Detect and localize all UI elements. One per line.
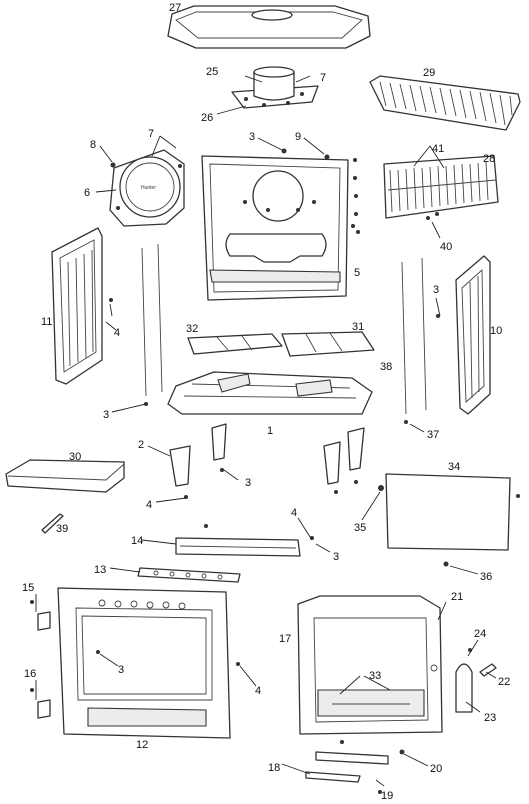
baffle-plates: [187, 331, 375, 357]
label-20: 20: [430, 763, 442, 775]
label-3-left-rod: 3: [103, 409, 109, 421]
label-21: 21: [451, 591, 463, 603]
label-36: 36: [480, 571, 492, 583]
front-frame: [57, 587, 240, 739]
label-23: 23: [484, 712, 496, 724]
label-11: 11: [41, 316, 52, 328]
label-41: 41: [432, 143, 444, 155]
label-26: 26: [201, 112, 213, 124]
rear-convector-plate: [369, 75, 521, 131]
air-wash-bar: [175, 524, 314, 557]
fixing-screws-upper: [281, 148, 439, 234]
tie-rods: [141, 243, 427, 424]
label-3-leg: 3: [245, 477, 251, 489]
door-handle: [455, 648, 497, 713]
label-2: 2: [138, 439, 144, 451]
right-side-panel: [436, 255, 491, 415]
label-34: 34: [448, 461, 460, 473]
label-38: 38: [380, 361, 392, 373]
label-4-leg: 4: [146, 499, 152, 511]
stove-door: [297, 595, 443, 735]
part-number-labels: 27 25 7 29 26 7 3 9 8 41 28 6 40 5 11 4 …: [22, 2, 510, 802]
label-7-left: 7: [148, 128, 154, 140]
label-17: 17: [279, 633, 291, 645]
hinge-brackets: [30, 600, 51, 719]
label-37: 37: [427, 429, 439, 441]
leader-lines: [35, 75, 497, 787]
ash-pan-tool: [41, 513, 64, 534]
stove-base: [167, 371, 373, 415]
rear-grille-plate: [383, 155, 499, 219]
collar-brand-text: Hunter: [141, 185, 156, 191]
left-side-panel: [51, 227, 113, 385]
label-25: 25: [206, 66, 218, 78]
top-plate: [167, 5, 371, 49]
label-3-right: 3: [433, 284, 439, 296]
label-4-bar: 4: [291, 507, 297, 519]
label-3-bar: 3: [333, 551, 339, 563]
label-3-frame: 3: [118, 664, 124, 676]
label-32: 32: [186, 323, 198, 335]
label-19: 19: [381, 790, 393, 802]
label-1: 1: [267, 425, 273, 437]
door-glass: [378, 473, 520, 567]
label-30: 30: [69, 451, 81, 463]
label-39: 39: [56, 523, 68, 535]
label-29: 29: [423, 67, 435, 79]
label-3-top: 3: [249, 131, 255, 143]
label-14: 14: [131, 535, 143, 547]
back-plate: [201, 155, 349, 301]
label-5: 5: [354, 267, 360, 279]
label-16: 16: [24, 668, 36, 680]
door-catch: [305, 740, 405, 794]
label-6: 6: [84, 187, 90, 199]
ash-pan: [5, 459, 125, 493]
label-7-top: 7: [320, 72, 326, 84]
label-15: 15: [22, 582, 34, 594]
label-18: 18: [268, 762, 280, 774]
label-31: 31: [352, 321, 364, 333]
label-10: 10: [490, 325, 502, 337]
label-24: 24: [474, 628, 486, 640]
label-12: 12: [136, 739, 148, 751]
label-40: 40: [440, 241, 452, 253]
label-4-left: 4: [114, 327, 120, 339]
label-4-frame: 4: [255, 685, 261, 697]
flue-collar: [231, 66, 319, 109]
label-33: 33: [369, 670, 381, 682]
spigot-ring: Hunter: [109, 149, 185, 227]
label-13: 13: [94, 564, 106, 576]
label-8: 8: [90, 139, 96, 151]
hinge-strip: [137, 567, 241, 583]
label-28: 28: [483, 153, 495, 165]
label-9: 9: [295, 131, 301, 143]
label-35: 35: [354, 522, 366, 534]
label-27: 27: [169, 2, 181, 14]
legs: [169, 423, 365, 499]
label-22: 22: [498, 676, 510, 688]
